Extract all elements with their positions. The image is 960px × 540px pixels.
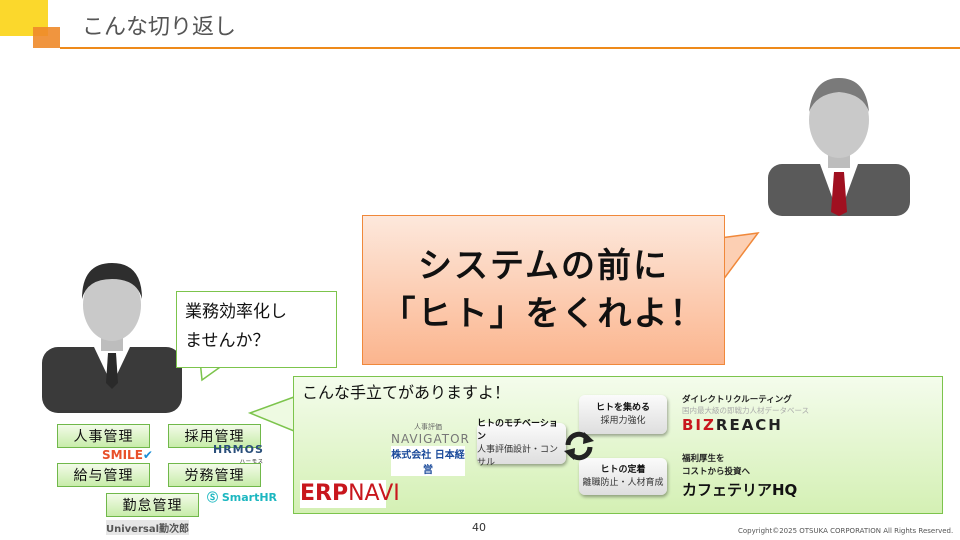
module-attendance: 勤怠管理 <box>106 493 199 517</box>
businessman-icon <box>768 78 910 216</box>
motivation-card: ヒトのモチベーション人事評価設計・コンサル <box>477 419 566 468</box>
module-hr-management: 人事管理 <box>57 424 150 448</box>
bubble-line-1: 業務効率化し <box>185 302 287 322</box>
copyright: Copyright©2025 OTSUKA CORPORATION All Ri… <box>738 527 954 535</box>
bubble-line-2: ませんか？ <box>185 331 270 351</box>
callout-tail <box>720 232 760 286</box>
universal-kinjiro-logo: Universal勤次郎 <box>106 520 190 535</box>
proposal-box: こんな手立てがありますよ！ 人事評価 NAVIGATOR 株式会社 日本経営 E… <box>293 376 943 514</box>
page-number: 40 <box>472 521 486 534</box>
proposal-bubble: 業務効率化し ませんか？ <box>176 291 337 368</box>
salesperson-icon <box>42 263 182 413</box>
callout-line-2: 「ヒト」をくれよ！ <box>381 294 706 334</box>
smarthr-logo: Ⓢ SmartHR <box>207 491 278 504</box>
callout-line-1: システムの前に <box>418 246 669 286</box>
module-payroll: 給与管理 <box>57 463 150 487</box>
rebuttal-callout: システムの前に 「ヒト」をくれよ！ <box>362 215 725 365</box>
page-title: こんな切り返し <box>82 15 237 40</box>
proposal-title: こんな手立てがありますよ！ <box>302 383 511 402</box>
retain-card: ヒトの定着離職防止・人材育成 <box>579 458 667 495</box>
cafeteria-hq-logo: 福利厚生を コストから投資へ カフェテリアHQ <box>682 454 798 499</box>
decor-orange-square <box>33 27 60 48</box>
gather-card: ヒトを集める採用力強化 <box>579 395 667 434</box>
header-divider <box>60 47 960 49</box>
navigator-logo: 人事評価 NAVIGATOR 株式会社 日本経営 <box>391 423 470 476</box>
module-labor: 労務管理 <box>168 463 261 487</box>
erpnavi-logo: ERPNAVI <box>300 480 400 508</box>
proposal-tail <box>248 395 295 433</box>
smile-logo: SMILE✔ <box>100 448 155 462</box>
bizreach-logo: ダイレクトリクルーティング 国内最大級の即戦力人材データベース BIZREACH <box>682 395 810 434</box>
module-recruitment: 採用管理 <box>168 424 261 448</box>
cycle-arrows-icon <box>564 431 594 461</box>
